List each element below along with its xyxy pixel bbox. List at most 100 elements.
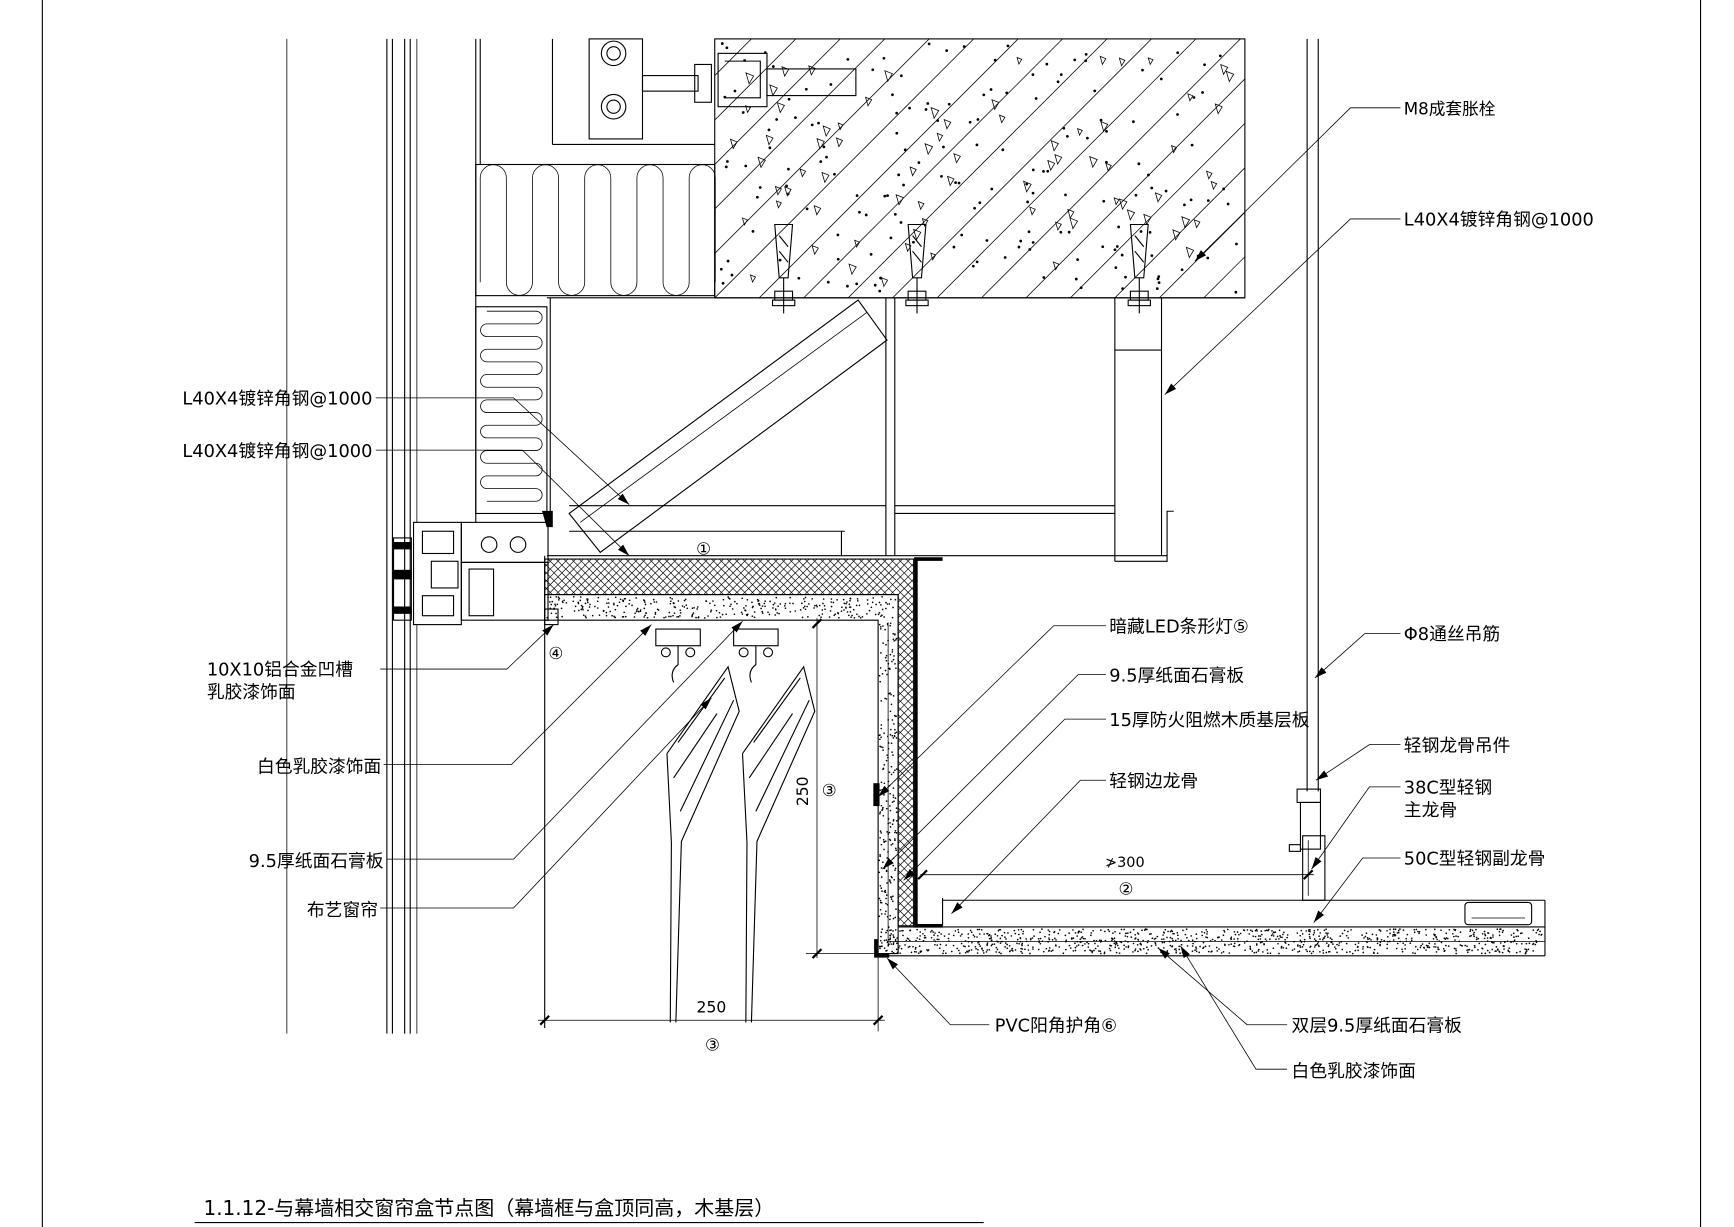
gypsum-dot xyxy=(1195,947,1198,950)
gypsum-dot xyxy=(1310,952,1313,955)
gypsum-dot xyxy=(880,604,882,606)
concrete-dot xyxy=(785,184,788,188)
gypsum-dot xyxy=(1313,931,1316,934)
gypsum-dot xyxy=(1100,939,1103,942)
gypsum-dot xyxy=(895,832,898,834)
concrete-aggregate xyxy=(1047,159,1056,172)
gypsum-dot xyxy=(892,632,895,635)
wood-hatch-line xyxy=(851,559,914,926)
gypsum-dot xyxy=(870,606,873,609)
concrete-dot xyxy=(1222,187,1226,191)
concrete-dot xyxy=(962,45,966,48)
concrete-dot xyxy=(1196,254,1200,258)
gypsum-dot xyxy=(669,596,672,599)
gypsum-dot xyxy=(1233,938,1235,940)
gypsum-dot xyxy=(741,597,744,600)
concrete-dot xyxy=(883,194,887,198)
gypsum-dot xyxy=(1029,937,1032,940)
gypsum-dot xyxy=(1362,948,1364,950)
ceiling xyxy=(878,38,1546,957)
curtain-box xyxy=(544,555,1543,1029)
gypsum-dot xyxy=(890,933,893,935)
top-bracket xyxy=(551,38,857,146)
gypsum-dot xyxy=(820,616,822,619)
gypsum-dot xyxy=(1072,950,1075,952)
label-angle-steel-right: L40X4镀锌角钢@1000 xyxy=(1404,210,1594,231)
gypsum-dot xyxy=(1143,929,1146,931)
concrete-dot xyxy=(1001,148,1005,152)
gypsum-dot xyxy=(1424,928,1427,931)
gypsum-dot xyxy=(1322,937,1325,939)
gypsum-dot xyxy=(1392,928,1395,931)
gypsum-dot xyxy=(1229,937,1232,940)
gypsum-dot xyxy=(1171,930,1174,933)
gypsum-dot xyxy=(1006,947,1009,950)
concrete-dot xyxy=(1176,113,1179,116)
concrete-aggregate xyxy=(822,125,831,138)
gypsum-dot xyxy=(1502,945,1505,947)
concrete-dot xyxy=(891,93,894,97)
gypsum-dot xyxy=(594,605,596,608)
gypsum-dot xyxy=(1433,928,1436,931)
gypsum-dot xyxy=(553,607,555,610)
concrete-aggregate xyxy=(835,137,844,148)
gypsum-dot xyxy=(1126,935,1129,938)
gypsum-dot xyxy=(830,601,833,603)
concrete-dot xyxy=(976,118,980,121)
gypsum-dot xyxy=(1191,945,1194,947)
concrete-dot xyxy=(720,42,724,45)
gypsum-dot xyxy=(1016,942,1018,945)
gypsum-dot xyxy=(1132,942,1135,945)
gypsum-dot xyxy=(893,714,896,717)
gypsum-dot xyxy=(1284,938,1286,941)
gypsum-dot xyxy=(888,667,890,670)
gypsum-dot xyxy=(886,623,889,626)
gypsum-dot xyxy=(830,598,833,600)
gypsum-dot xyxy=(777,605,780,607)
mullion-bracket xyxy=(542,510,553,528)
gypsum-dot xyxy=(850,616,852,619)
wood-hatch-line xyxy=(908,559,914,926)
gypsum-dot xyxy=(1305,930,1308,932)
gypsum-dot xyxy=(644,614,646,617)
gypsum-dot xyxy=(1192,942,1194,945)
gypsum-dot xyxy=(1166,951,1168,953)
gypsum-dot xyxy=(745,613,748,616)
gypsum-dot xyxy=(1394,928,1397,931)
concrete-aggregate xyxy=(1193,219,1201,229)
gypsum-dot xyxy=(1437,946,1439,949)
gypsum-dot xyxy=(1421,943,1424,945)
gypsum-dot xyxy=(1469,935,1471,938)
concrete-aggregate xyxy=(864,96,873,107)
gypsum-dot xyxy=(1316,928,1319,931)
gypsum-dot xyxy=(1325,928,1327,931)
gypsum-dot xyxy=(996,934,999,937)
concrete-aggregate xyxy=(784,186,792,197)
gypsum-dot xyxy=(1435,951,1438,953)
dim-tick xyxy=(1302,869,1314,880)
concrete-aggregate xyxy=(991,99,1000,111)
insulation-block-lower xyxy=(475,306,548,515)
gypsum-dot xyxy=(684,598,687,601)
gypsum-dot xyxy=(723,604,725,607)
gypsum-dot xyxy=(1474,946,1476,949)
gypsum-dot xyxy=(1191,939,1194,942)
gypsum-dot xyxy=(697,616,700,619)
gypsum-dot xyxy=(880,887,883,889)
gypsum-dot xyxy=(1181,951,1184,954)
gypsum-dot xyxy=(880,727,883,730)
gypsum-dot xyxy=(789,610,792,613)
gypsum-dot xyxy=(1413,928,1416,931)
gypsum-dot xyxy=(893,633,896,635)
gypsum-dot xyxy=(934,943,936,946)
gypsum-dot xyxy=(866,612,868,615)
wood-hatch-line xyxy=(544,559,846,926)
gypsum-dot xyxy=(709,602,711,605)
gypsum-dot xyxy=(885,939,888,941)
gypsum-dot xyxy=(722,598,725,601)
gypsum-dot xyxy=(1069,947,1072,949)
gypsum-dot xyxy=(1107,928,1110,931)
gypsum-dot xyxy=(1142,947,1145,950)
gypsum-dot xyxy=(1389,932,1391,935)
gypsum-dot xyxy=(634,612,636,615)
